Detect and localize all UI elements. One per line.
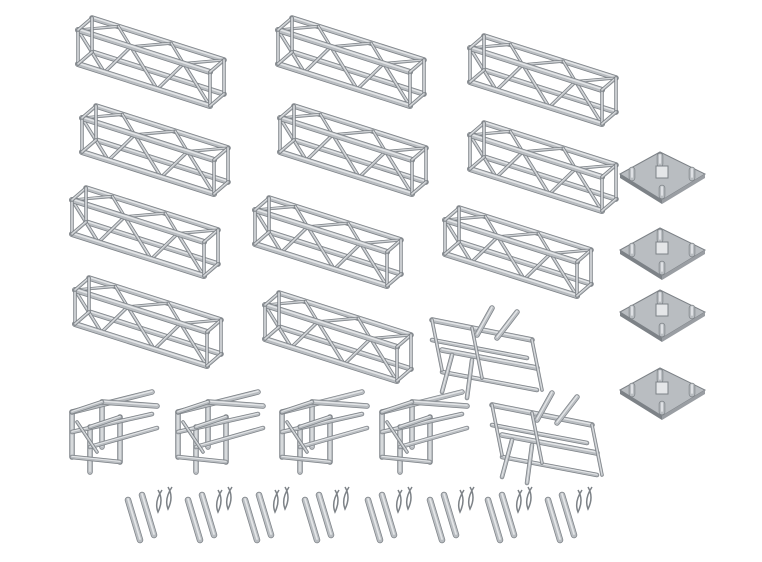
- connector-set-3: [241, 486, 290, 544]
- t-junction-2: [489, 390, 604, 486]
- connector-set-8: [544, 486, 593, 544]
- connector-set-1: [124, 486, 173, 544]
- straight-truss-4: [79, 103, 231, 197]
- connector-set-4: [301, 486, 350, 544]
- base-plate-3: [619, 289, 707, 342]
- base-plate-2: [619, 227, 707, 280]
- straight-truss-5: [277, 103, 429, 197]
- straight-truss-6: [467, 120, 619, 214]
- connector-set-2: [184, 486, 233, 544]
- t-junction-1: [429, 305, 544, 401]
- straight-truss-10: [72, 275, 224, 369]
- straight-truss-8: [252, 195, 404, 289]
- base-plate-1: [619, 151, 707, 204]
- corner-piece-2: [175, 389, 266, 475]
- base-plate-4: [619, 367, 707, 420]
- straight-truss-2: [275, 15, 427, 109]
- corner-piece-1: [69, 389, 160, 475]
- connector-set-5: [364, 486, 413, 544]
- straight-truss-11: [262, 290, 414, 384]
- corner-piece-4: [379, 389, 470, 475]
- corner-piece-3: [279, 389, 370, 475]
- connector-set-6: [426, 486, 475, 544]
- straight-truss-3: [467, 33, 619, 127]
- straight-truss-9: [442, 205, 594, 299]
- connector-set-7: [484, 486, 533, 544]
- straight-truss-7: [69, 185, 221, 279]
- straight-truss-1: [75, 15, 227, 109]
